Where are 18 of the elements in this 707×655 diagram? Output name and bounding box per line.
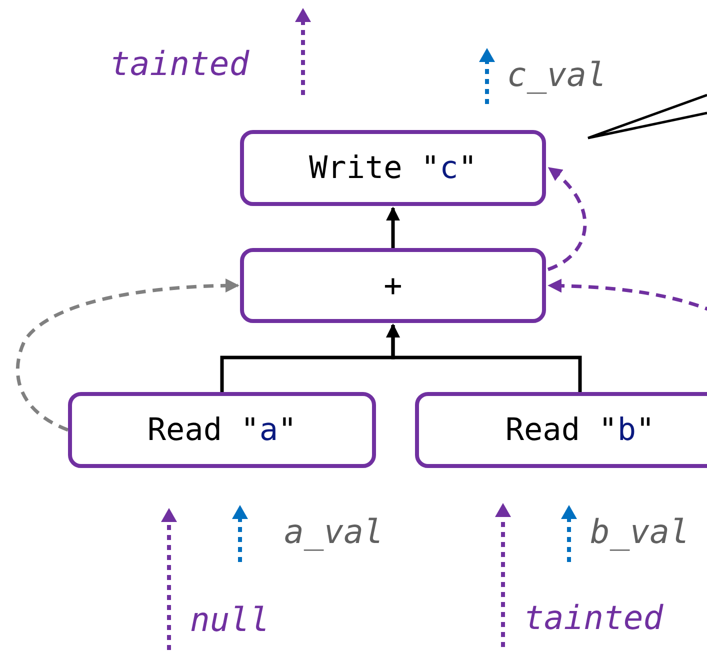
value-label: c_val xyxy=(507,55,606,94)
process-box xyxy=(415,392,707,468)
value-label: a_val xyxy=(284,512,384,551)
node-label: + xyxy=(384,268,402,304)
process-box xyxy=(68,392,376,468)
node-label: Read "b" xyxy=(505,412,655,448)
node-label: Read "a" xyxy=(147,412,297,448)
value-label: b_val xyxy=(590,512,690,551)
dashed-arrow xyxy=(547,166,587,272)
value-label: tainted xyxy=(524,598,664,637)
arrow xyxy=(386,206,400,248)
value-label: null xyxy=(190,600,270,639)
node-label: Write "c" xyxy=(309,150,477,186)
process-box xyxy=(240,248,546,323)
dashed-arrow xyxy=(16,278,240,432)
process-box xyxy=(240,130,546,206)
arrow xyxy=(386,324,582,392)
value-label: tainted xyxy=(110,44,250,83)
